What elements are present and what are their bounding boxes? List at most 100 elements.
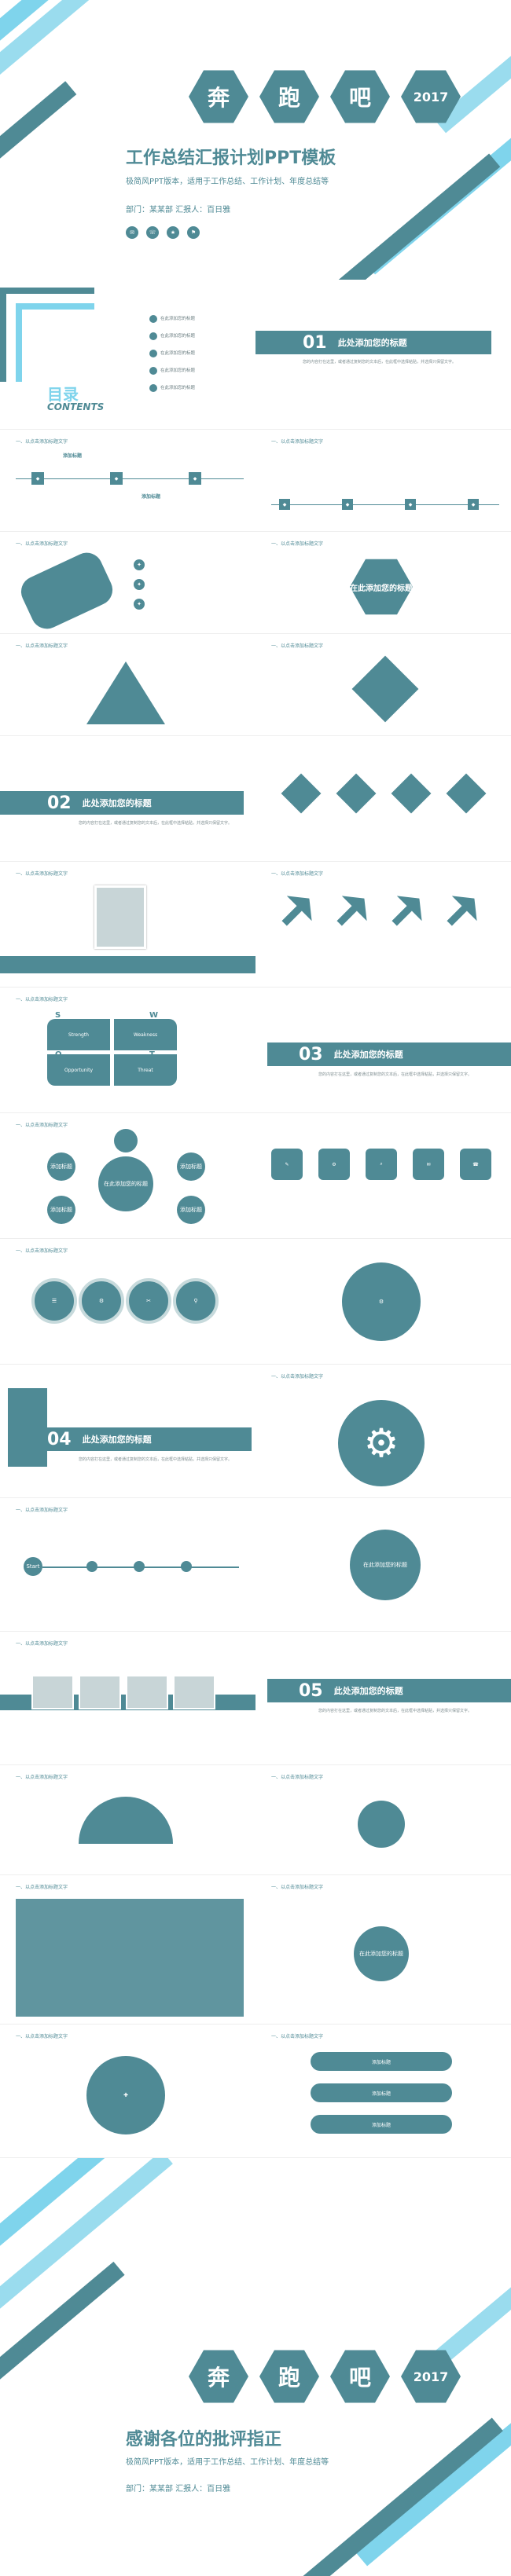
slide-circles: 一、以点击添加标题文字 在此添加您的标题 添加标题 添加标题 添加标题 添加标题 — [0, 1112, 256, 1239]
cover-hex-1: 奔 — [189, 70, 248, 123]
slide-process: 一、以点击添加标题文字 ☰ ⚙ ✂ ⚲ — [0, 1238, 256, 1365]
toc-item-label: 在此添加您的标题 — [160, 333, 196, 339]
toc-corner — [0, 288, 94, 294]
cover-hex-2: 跑 — [259, 70, 319, 123]
toc-corner — [16, 303, 22, 382]
toc-title-en: CONTENTS — [47, 401, 105, 412]
cover-icon: ☏ — [146, 226, 159, 239]
process-circle: ☰ — [31, 1278, 77, 1324]
quad-circle: 在此添加您的标题 — [350, 1530, 421, 1600]
section-bar: 02 此处添加您的标题 — [0, 791, 244, 815]
slide-arrows: 一、以点击添加标题文字 — [256, 861, 511, 988]
slide-timeline-left: 一、以点击添加标题文字 ◆ ◆ ◆ 添加标题 添加标题 — [0, 429, 256, 532]
section-05-slide: 05 此处添加您的标题 您的内容打在这里，或者通过复制您的文本后，在此框中选择粘… — [256, 1631, 511, 1765]
slide-photo: 一、以点击添加标题文字 — [0, 861, 256, 988]
slide-heading: 一、以点击添加标题文字 — [16, 643, 68, 649]
slide-heading: 一、以点击添加标题文字 — [271, 2034, 324, 2039]
ring-center: 在此添加您的标题 — [354, 1926, 409, 1981]
icon-card: ✉ — [413, 1149, 444, 1180]
center-circle-text: 在此添加您的标题 — [104, 1181, 148, 1187]
toc-corner — [16, 303, 94, 310]
toc-item[interactable]: 在此添加您的标题 — [149, 384, 195, 392]
slide-heading: 一、以点击添加标题文字 — [16, 1641, 68, 1647]
slide-heading: 一、以点击添加标题文字 — [271, 541, 324, 547]
start-text: Start — [26, 1563, 40, 1570]
timeline-node: ◆ — [279, 499, 290, 510]
slide-start: 一、以点击添加标题文字 Start — [0, 1497, 256, 1632]
cross-graphic — [351, 655, 419, 723]
section-title: 此处添加您的标题 — [333, 1050, 403, 1060]
swot-t: Threat — [114, 1054, 177, 1086]
slide-hexagon: 一、以点击添加标题文字 在此添加您的标题 — [256, 531, 511, 634]
icon-card: ☎ — [460, 1149, 491, 1180]
slide-heading: 一、以点击添加标题文字 — [16, 541, 68, 547]
section-bar: 04 此处添加您的标题 — [8, 1427, 252, 1451]
timeline-node: ◆ — [110, 472, 123, 485]
toc-title: 目录 — [47, 385, 79, 404]
slide-city: 一、以点击添加标题文字 — [0, 1874, 256, 2025]
step-card: 添加标题 — [311, 2083, 452, 2102]
key-icon: ✦ — [134, 579, 145, 590]
process-circle: ✂ — [126, 1278, 171, 1324]
slide-heading: 一、以点击添加标题文字 — [271, 1374, 324, 1380]
slide-heading: 一、以点击添加标题文字 — [16, 997, 68, 1002]
slide-heading: 一、以点击添加标题文字 — [271, 439, 324, 445]
section-number: 03 — [299, 1044, 323, 1064]
toc-item[interactable]: 在此添加您的标题 — [149, 315, 195, 323]
section-title: 此处添加您的标题 — [82, 1435, 152, 1445]
section-bar: 01 此处添加您的标题 — [256, 331, 491, 354]
slide-heading: 一、以点击添加标题文字 — [16, 1248, 68, 1254]
orbit-circle: 添加标题 — [177, 1196, 205, 1224]
cover-icon: ⚑ — [187, 226, 200, 239]
cover-icon: ✉ — [126, 226, 138, 239]
start-node: Start — [24, 1557, 42, 1576]
toc-item-icon — [149, 384, 157, 392]
section-03-slide: 03 此处添加您的标题 您的内容打在这里，或者通过复制您的文本后，在此框中选择粘… — [256, 987, 511, 1113]
icon-card: ⚙ — [318, 1149, 350, 1180]
section-number: 04 — [47, 1429, 72, 1449]
center-hex: 在此添加您的标题 — [350, 559, 413, 615]
section-number: 05 — [299, 1680, 323, 1701]
photo-thumb — [31, 1675, 74, 1709]
cover-stripe — [332, 153, 501, 280]
slide-triangle: 一、以点击添加标题文字 — [0, 633, 256, 736]
slide-big-gear: 一、以点击添加标题文字 ⚙ — [256, 1364, 511, 1498]
timeline-dot — [86, 1561, 97, 1572]
section-title: 此处添加您的标题 — [82, 798, 152, 808]
photo-thumb — [79, 1675, 121, 1709]
toc-item[interactable]: 在此添加您的标题 — [149, 332, 195, 340]
arrow-shape — [382, 886, 432, 936]
quad-text: 在此添加您的标题 — [363, 1562, 407, 1568]
timeline-label: 添加标题 — [142, 494, 161, 500]
hex-text: 奔 — [207, 85, 230, 111]
step-text: 添加标题 — [371, 2122, 391, 2128]
section-title: 此处添加您的标题 — [333, 1686, 403, 1696]
slide-heading: 一、以点击添加标题文字 — [16, 439, 68, 445]
cover-stripe — [0, 81, 77, 181]
timeline-dot — [181, 1561, 192, 1572]
process-circle: ⚙ — [79, 1278, 124, 1324]
hex-text: 2017 — [413, 2369, 449, 2384]
swot-s: Strength — [47, 1019, 110, 1050]
toc-item[interactable]: 在此添加您的标题 — [149, 367, 195, 375]
ending-hex-3: 吧 — [330, 2350, 390, 2403]
swot-letter: O — [55, 1050, 62, 1059]
section-bar: 03 此处添加您的标题 — [267, 1042, 511, 1066]
toc-corner — [0, 288, 6, 382]
toc-item[interactable]: 在此添加您的标题 — [149, 350, 195, 357]
slide-steps: 一、以点击添加标题文字 添加标题 添加标题 添加标题 — [256, 2024, 511, 2158]
orbit-text: 添加标题 — [180, 1207, 202, 1213]
step-card: 添加标题 — [311, 2052, 452, 2071]
timeline-node: ◆ — [468, 499, 479, 510]
cover-hex-year: 2017 — [401, 70, 461, 123]
swot-label: Opportunity — [64, 1067, 93, 1073]
hex-text: 吧 — [348, 85, 371, 111]
hex-text: 2017 — [413, 89, 449, 104]
section-02-slide: 02 此处添加您的标题 您的内容打在这里，或者通过复制您的文本后，在此框中选择粘… — [0, 735, 256, 862]
photo-thumb — [173, 1675, 215, 1709]
key-icon: ✦ — [134, 559, 145, 570]
diamond — [446, 773, 487, 814]
slide-heading: 一、以点击添加标题文字 — [16, 1775, 68, 1780]
swot-label: Threat — [138, 1067, 153, 1073]
diamond — [391, 773, 432, 814]
